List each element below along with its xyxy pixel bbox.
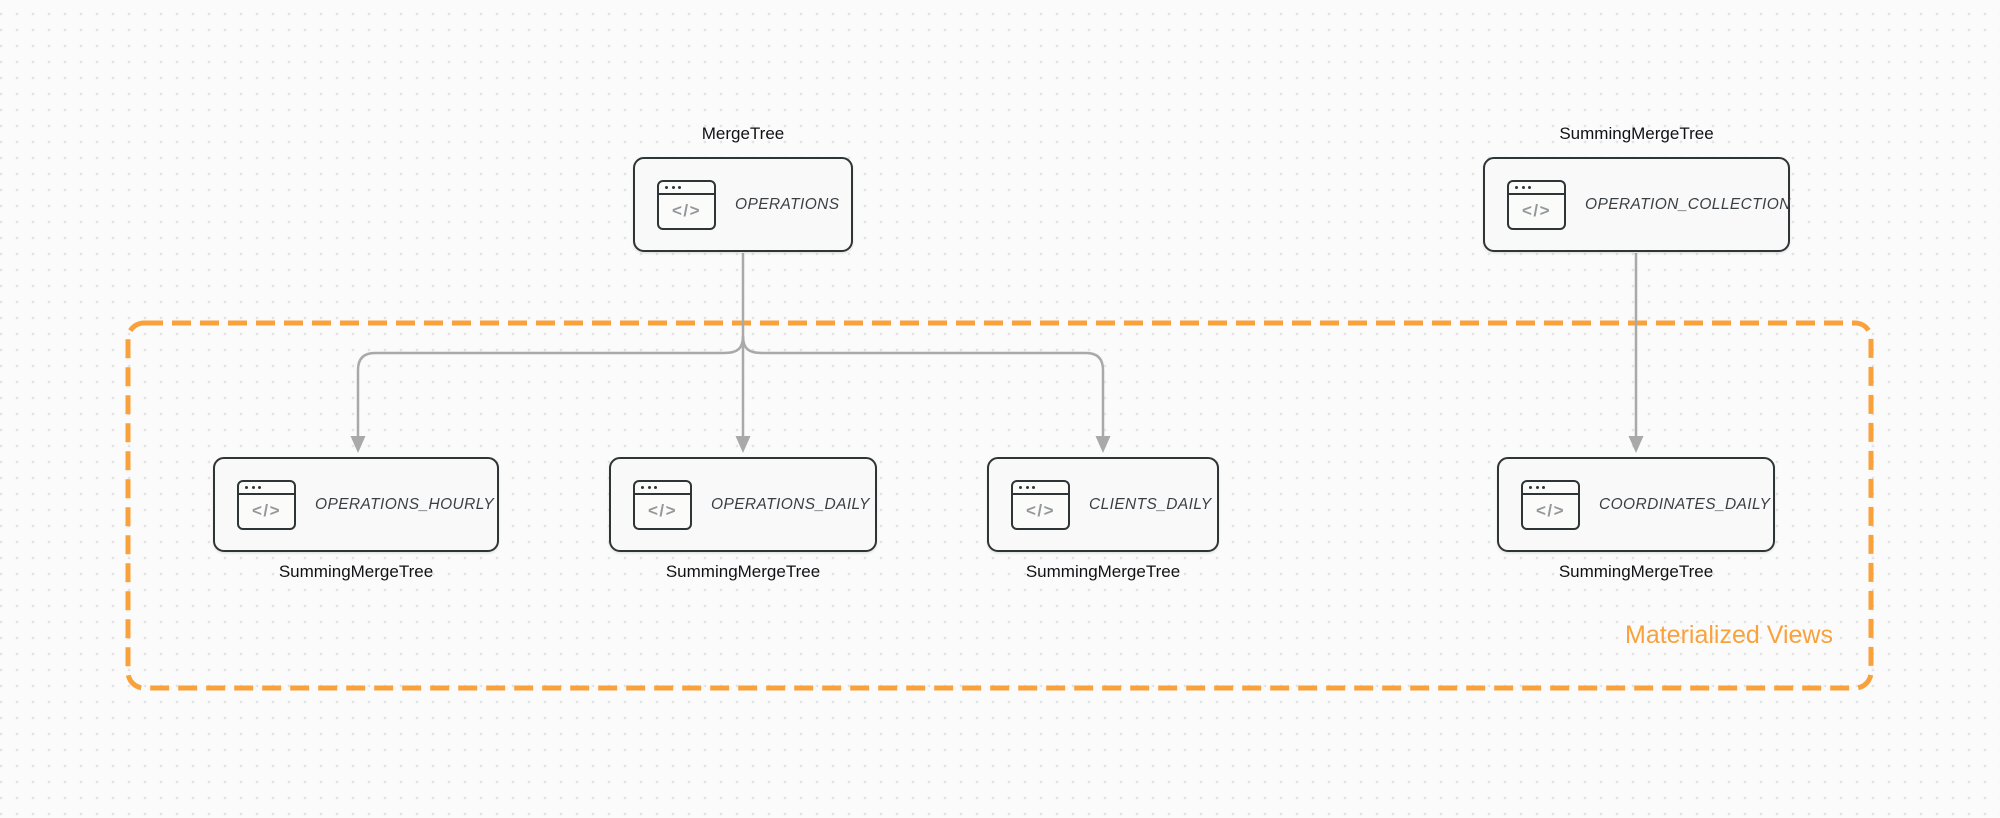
- node-box-operations-hourly: </> OPERATIONS_HOURLY: [213, 457, 499, 552]
- code-window-icon: </>: [1507, 179, 1566, 230]
- arrowhead-clients-daily: [1095, 436, 1111, 453]
- engine-label-operations-hourly: SummingMergeTree: [278, 562, 434, 581]
- arrowhead-operations-hourly: [350, 436, 366, 453]
- table-name: COORDINATES_DAILY: [1599, 495, 1771, 513]
- materialized-views-label: Materialized Views: [1625, 621, 1833, 649]
- code-window-icon: </>: [1011, 479, 1070, 530]
- node-box-coordinates-daily: </> COORDINATES_DAILY: [1497, 457, 1775, 552]
- node-clients-daily: </> CLIENTS_DAILY SummingMergeTree: [987, 457, 1219, 581]
- table-name: CLIENTS_DAILY: [1089, 495, 1212, 513]
- engine-label-operations-daily: SummingMergeTree: [665, 562, 821, 581]
- arrowhead-operations-daily: [735, 436, 751, 453]
- code-glyph: </>: [1535, 501, 1566, 520]
- table-name: OPERATIONS_HOURLY: [315, 495, 495, 513]
- window-titlebar: [635, 482, 690, 495]
- code-glyph: </>: [671, 201, 702, 220]
- node-box-operations: </> OPERATIONS: [633, 157, 853, 252]
- code-window-icon: </>: [657, 179, 716, 230]
- table-name: OPERATIONS_DAILY: [711, 495, 870, 513]
- code-window-icon: </>: [633, 479, 692, 530]
- engine-label-coordinates-daily: SummingMergeTree: [1558, 562, 1714, 581]
- node-operation-collection: SummingMergeTree </> OPERATION_COLLECTIO…: [1483, 124, 1790, 252]
- engine-label-operations: MergeTree: [701, 124, 785, 143]
- node-operations-daily: </> OPERATIONS_DAILY SummingMergeTree: [609, 457, 877, 581]
- window-titlebar: [1523, 482, 1578, 495]
- window-titlebar: [239, 482, 294, 495]
- engine-label-operation-collection: SummingMergeTree: [1559, 124, 1714, 143]
- code-glyph: </>: [1025, 501, 1056, 520]
- node-box-clients-daily: </> CLIENTS_DAILY: [987, 457, 1219, 552]
- node-coordinates-daily: </> COORDINATES_DAILY SummingMergeTree: [1497, 457, 1775, 581]
- node-box-operations-daily: </> OPERATIONS_DAILY: [609, 457, 877, 552]
- code-glyph: </>: [251, 501, 282, 520]
- code-window-icon: </>: [1521, 479, 1580, 530]
- table-name: OPERATIONS: [735, 195, 840, 213]
- window-titlebar: [659, 182, 714, 195]
- node-operations-hourly: </> OPERATIONS_HOURLY SummingMergeTree: [213, 457, 499, 581]
- arrowhead-coordinates-daily: [1628, 436, 1644, 453]
- code-glyph: </>: [1521, 201, 1552, 220]
- materialized-views-region-border: [125, 320, 1874, 691]
- edge-operations-operations-hourly: [356, 335, 745, 437]
- node-box-operation-collection: </> OPERATION_COLLECTION: [1483, 157, 1790, 252]
- window-titlebar: [1013, 482, 1068, 495]
- table-name: OPERATION_COLLECTION: [1585, 195, 1791, 213]
- window-titlebar: [1509, 182, 1564, 195]
- code-glyph: </>: [647, 501, 678, 520]
- node-operations: MergeTree </> OPERATIONS: [633, 124, 853, 252]
- code-window-icon: </>: [237, 479, 296, 530]
- edge-operations-clients-daily: [741, 335, 1105, 437]
- engine-label-clients-daily: SummingMergeTree: [1025, 562, 1181, 581]
